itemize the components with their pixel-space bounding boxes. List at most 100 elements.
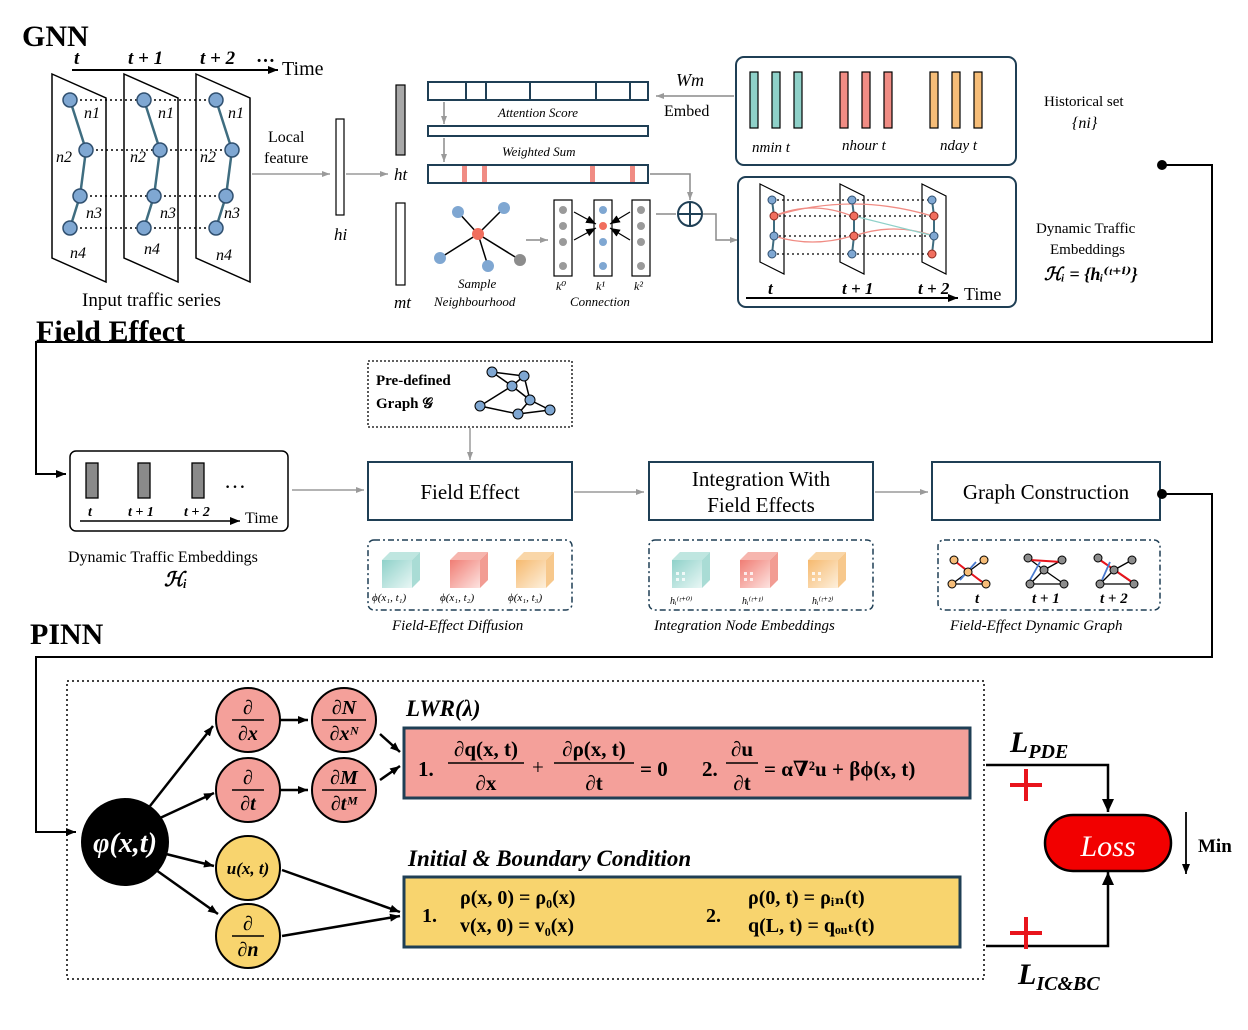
- phi-node: [81, 798, 169, 886]
- graph-time-t2: t + 2: [1100, 591, 1128, 607]
- k1-label: k¹: [596, 279, 605, 293]
- k2-label: k²: [634, 279, 643, 293]
- m-t-label: mt: [394, 293, 412, 312]
- dm-denominator: ∂tᴹ: [331, 793, 358, 815]
- h-i-label: hi: [334, 225, 348, 244]
- phi-to-ddt-arrow: [159, 791, 215, 820]
- historical-set-box: [735, 56, 1017, 166]
- predefined-graph-icon: [474, 366, 556, 420]
- dyn-time-axis-label: Time: [964, 284, 1001, 304]
- node-label-n1-a: n1: [84, 105, 100, 122]
- graph-construction-box: [931, 461, 1161, 521]
- ddn-to-ibc-arrow: [281, 913, 401, 938]
- ddt-numerator: ∂: [243, 767, 253, 789]
- slice-t1: [123, 72, 179, 284]
- ibc-equation-box: [402, 875, 962, 949]
- dte-time-t2: t + 2: [184, 505, 210, 520]
- node-label-n3-a: n3: [86, 205, 102, 222]
- pinn-dotted-frame: [66, 680, 985, 980]
- graph-time-t1: t + 1: [1032, 591, 1060, 607]
- gnn-to-field-connector: [35, 164, 1213, 478]
- eq2-frac-num: ∂u: [731, 737, 753, 761]
- node-label-n2-c: n2: [200, 149, 216, 166]
- dm-to-lwr-arrow: [379, 764, 401, 782]
- node-label-n2-a: n2: [56, 149, 72, 166]
- ibc-title: Initial & Boundary Condition: [407, 846, 691, 871]
- phi-to-ddx-arrow: [149, 725, 214, 807]
- u-node: [215, 835, 281, 901]
- eq2-frac-den: ∂t: [733, 771, 750, 795]
- node-label-n4-c: n4: [216, 247, 232, 264]
- pinn-section-title: PINN: [30, 618, 104, 651]
- lwr-title: LWR(λ): [405, 696, 481, 721]
- dynamic-graph-icons: [947, 553, 1139, 589]
- time-axis-label: Time: [282, 58, 324, 80]
- weighted-sum-to-plus: [650, 173, 693, 200]
- dm-numerator: ∂M: [330, 767, 359, 789]
- plus-to-dynamic-arrow: [703, 213, 738, 243]
- input-time-header: t t + 1 t + 2 …: [74, 46, 275, 69]
- min-label: Min: [1198, 836, 1232, 857]
- plus-icbc-icon: [1010, 917, 1042, 949]
- u-to-ibc-arrow: [281, 868, 401, 914]
- ddn-numerator: ∂: [243, 913, 253, 935]
- predefined-graph-label-1: Pre-defined: [376, 373, 451, 389]
- l-icbc-label: LIC&BC: [1017, 958, 1100, 995]
- slice-t: [51, 72, 107, 284]
- dynamic-graph-box: [937, 539, 1161, 611]
- diffusion-caption: Field-Effect Diffusion: [391, 618, 523, 634]
- sample-neighbourhood-label-2: Neighbourhood: [433, 294, 516, 309]
- phi-to-u-arrow: [165, 852, 215, 868]
- dte-time-t1: t + 1: [128, 505, 154, 520]
- ibc-eq2-line2: q(L, t) = qₒᵤₜ(t): [748, 915, 875, 937]
- dynamic-embeddings-label-1: Dynamic Traffic: [1036, 221, 1136, 237]
- loss-node: [1043, 813, 1173, 873]
- dyn-time-t1: t + 1: [842, 279, 873, 298]
- h-label-2: hᵢ⁽ᵗ⁺²⁾: [812, 596, 834, 607]
- time-label-t: t: [74, 48, 80, 69]
- dte-symbol: ℋᵢ: [164, 569, 187, 591]
- dynamic-embeddings-formula: ℋᵢ = {hᵢ⁽ᵗ⁺ⁱ⁾}: [1044, 264, 1138, 284]
- l-pde-label: LPDE: [1009, 726, 1068, 763]
- eq1-frac1-num: ∂q(x, t): [454, 737, 518, 761]
- eq1-plus: +: [532, 755, 544, 779]
- sample-neighbourhood-label-1: Sample: [458, 276, 497, 291]
- licbc-to-loss-arrow: [986, 872, 1114, 948]
- m-t-vector: [395, 202, 406, 286]
- eq1-frac2-den: ∂t: [585, 771, 602, 795]
- input-traffic-caption: Input traffic series: [82, 290, 221, 311]
- plus-pde-icon: [1010, 769, 1042, 801]
- eq1-number: 1.: [418, 757, 434, 781]
- ddn-denominator: ∂n: [237, 939, 258, 961]
- integration-cubes: [672, 552, 846, 588]
- k0-label: k⁰: [556, 279, 566, 293]
- eq1-rhs: = 0: [640, 757, 668, 781]
- ddx-denominator: ∂x: [238, 723, 258, 745]
- eq2-number: 2.: [702, 757, 718, 781]
- field-effect-box-label: Field Effect: [420, 480, 519, 504]
- predefined-graph-box: [367, 360, 573, 428]
- diffusion-cubes: [382, 552, 554, 588]
- dynamic-embeddings-label-2: Embeddings: [1050, 242, 1125, 258]
- lpde-to-loss-arrow: [986, 763, 1114, 812]
- phi-label-3: ϕ(x₁, t₃): [508, 592, 542, 604]
- connection-columns: [553, 199, 651, 277]
- eq1-frac1-den: ∂x: [476, 771, 497, 795]
- phi-to-ddn-arrow: [155, 868, 219, 916]
- phi-label-2: ϕ(x₁, t₂): [440, 592, 474, 604]
- ibc-number-2: 2.: [706, 905, 721, 927]
- embed-label: Embed: [664, 103, 709, 120]
- hist-label-hour: nhour t: [842, 138, 887, 154]
- weighted-sum-label: Weighted Sum: [502, 144, 576, 159]
- gnn-section-title: GNN: [22, 20, 89, 53]
- ddx-numerator: ∂: [243, 697, 253, 719]
- loss-label: Loss: [1079, 830, 1135, 863]
- phi-label-1: ϕ(x₁, t₁): [372, 592, 406, 604]
- ddt-denominator: ∂t: [240, 793, 257, 815]
- historical-set-symbol: {ni}: [1072, 115, 1098, 132]
- time-label-t1: t + 1: [128, 48, 163, 69]
- dte-time-axis-label: Time: [245, 510, 278, 527]
- weighted-sum-top-bar: [427, 125, 649, 137]
- sample-neighbourhood-graph: [434, 202, 526, 272]
- time-ellipsis: …: [256, 46, 275, 67]
